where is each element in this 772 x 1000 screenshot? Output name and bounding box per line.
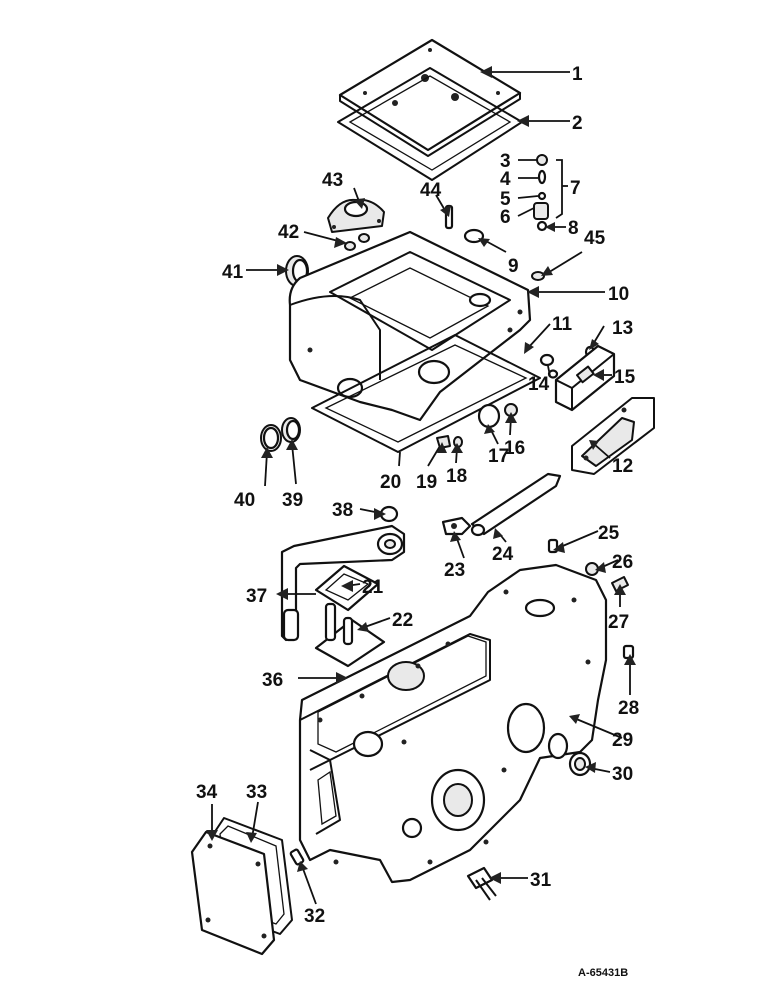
callout-25: 25	[598, 523, 620, 544]
reference-code: A-65431B	[578, 967, 628, 979]
part-lift-cover	[327, 198, 385, 233]
part-lift-shaft	[280, 524, 406, 642]
callout-7: 7	[570, 178, 581, 199]
callout-15: 15	[614, 367, 636, 388]
callout-34: 34	[196, 782, 218, 803]
arrowheads	[206, 66, 636, 884]
callout-30: 30	[612, 764, 633, 785]
part-side-cover-and-gasket	[190, 817, 293, 956]
callout-18: 18	[446, 466, 467, 487]
part-small-washers	[344, 233, 370, 251]
callout-23: 23	[444, 560, 465, 581]
callout-5: 5	[500, 189, 511, 210]
callout-12: 12	[612, 456, 633, 477]
callout-33: 33	[246, 782, 267, 803]
callout-43: 43	[322, 170, 343, 191]
callout-2: 2	[572, 113, 583, 134]
callout-40: 40	[234, 490, 255, 511]
callout-19: 19	[416, 472, 437, 493]
callout-42: 42	[278, 222, 299, 243]
callout-14: 14	[528, 374, 550, 395]
callout-6: 6	[500, 207, 511, 228]
part-valve-stack	[533, 154, 549, 232]
callout-1: 1	[572, 64, 583, 85]
part-top-cover-plate	[338, 38, 522, 157]
callout-37: 37	[246, 586, 267, 607]
part-small-pin	[289, 848, 305, 866]
callout-21: 21	[362, 577, 384, 598]
callout-36: 36	[262, 670, 283, 691]
part-seal-ring	[568, 751, 592, 777]
callout-20: 20	[380, 472, 401, 493]
callout-38: 38	[332, 500, 353, 521]
part-plate-with-tubes	[314, 602, 386, 668]
callout-26: 26	[612, 552, 633, 573]
part-valve-block	[554, 344, 616, 412]
callout-3: 3	[500, 151, 511, 172]
callout-16: 16	[504, 438, 525, 459]
part-seals-and-washers	[436, 403, 518, 449]
part-housing-gasket	[311, 334, 541, 453]
callout-39: 39	[282, 490, 303, 511]
callout-24: 24	[492, 544, 514, 565]
callout-11: 11	[552, 314, 573, 335]
callout-labels: 1 2 3 4 5 6 7 8 9 10 11 12 13 14 15 16 1…	[196, 64, 639, 927]
callout-13: 13	[612, 318, 633, 339]
callout-28: 28	[618, 698, 639, 719]
callout-45: 45	[584, 228, 606, 249]
part-main-case	[298, 563, 608, 884]
callout-9: 9	[508, 256, 519, 277]
callout-41: 41	[222, 262, 244, 283]
part-lever-and-shaft	[441, 472, 562, 537]
callout-17: 17	[488, 446, 509, 467]
callout-22: 22	[392, 610, 413, 631]
callout-27: 27	[608, 612, 629, 633]
callout-31: 31	[530, 870, 552, 891]
part-bearing-caps	[260, 417, 301, 452]
callout-8: 8	[568, 218, 579, 239]
callout-32: 32	[304, 906, 325, 927]
callout-44: 44	[420, 180, 442, 201]
part-plug	[463, 228, 485, 244]
callout-10: 10	[608, 284, 629, 305]
callout-29: 29	[612, 730, 633, 751]
part-boxed-cover	[571, 397, 655, 475]
part-small-plug	[531, 271, 545, 281]
part-upper-housing	[288, 230, 532, 422]
part-bolt	[466, 866, 497, 901]
callout-4: 4	[500, 169, 511, 190]
